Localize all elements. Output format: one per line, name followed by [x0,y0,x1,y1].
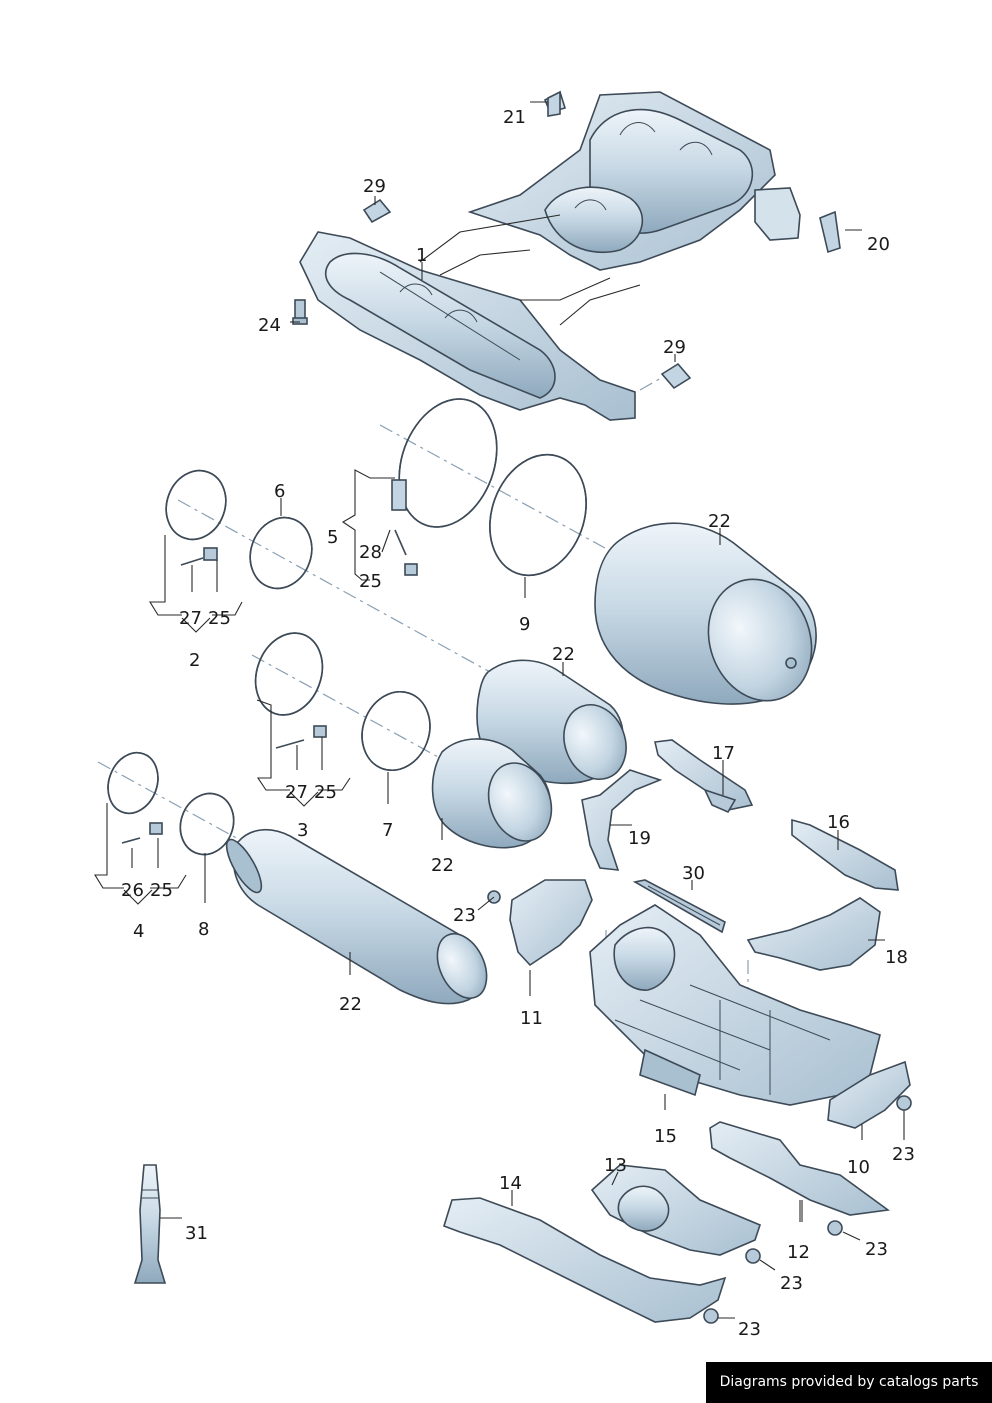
callout-21: 21 [503,107,526,128]
callout-1: 1 [416,245,427,266]
gas-cylinders [225,522,817,1005]
callout-12: 12 [787,1242,810,1263]
callout-labels: 1 2 3 4 5 6 7 8 9 10 11 12 13 14 15 16 1… [121,107,915,1340]
callout-14: 14 [499,1173,522,1194]
tensioning-bands [107,398,587,856]
callout-25-d: 25 [359,571,382,592]
callout-22-large-tank: 22 [708,511,731,532]
callout-25-a: 25 [208,608,231,629]
callout-7: 7 [382,820,393,841]
callout-22-long-tank: 22 [339,994,362,1015]
callout-31: 31 [185,1223,208,1244]
callout-26: 26 [121,880,144,901]
callout-18: 18 [885,947,908,968]
assembly-tool [133,1164,167,1284]
callout-4: 4 [133,921,144,942]
watermark-banner: Diagrams provided by catalogs parts [706,1362,992,1403]
callout-5: 5 [327,527,338,548]
callout-29-a: 29 [363,176,386,197]
callout-6: 6 [274,481,285,502]
callout-23-d: 23 [780,1273,803,1294]
callout-23-a: 23 [453,905,476,926]
callout-29-b: 29 [663,337,686,358]
callout-10: 10 [847,1157,870,1178]
screws-and-nuts [121,529,418,844]
callout-11: 11 [520,1008,543,1029]
callout-30: 30 [682,863,705,884]
callout-25-c: 25 [150,880,173,901]
callout-9: 9 [519,614,530,635]
callout-22-mid-tank: 22 [552,644,575,665]
callout-19: 19 [628,828,651,849]
callout-15: 15 [654,1126,677,1147]
watermark-text: Diagrams provided by catalogs parts [719,1374,979,1390]
brackets-and-shields [443,739,912,1324]
callout-8: 8 [198,919,209,940]
callout-13: 13 [604,1155,627,1176]
tank-carrier-frame [299,90,801,421]
callout-24: 24 [258,315,281,336]
callout-22-small-tank: 22 [431,855,454,876]
callout-23-e: 23 [738,1319,761,1340]
hardware-clips [292,90,841,390]
callout-17: 17 [712,743,735,764]
callout-16: 16 [827,812,850,833]
callout-20: 20 [867,234,890,255]
callout-27-b: 27 [285,782,308,803]
callout-25-b: 25 [314,782,337,803]
leader-lines [94,101,905,1319]
callout-3: 3 [297,820,308,841]
callout-27-a: 27 [179,608,202,629]
callout-23-b: 23 [892,1144,915,1165]
callout-28: 28 [359,542,382,563]
callout-2: 2 [189,650,200,671]
callout-23-c: 23 [865,1239,888,1260]
